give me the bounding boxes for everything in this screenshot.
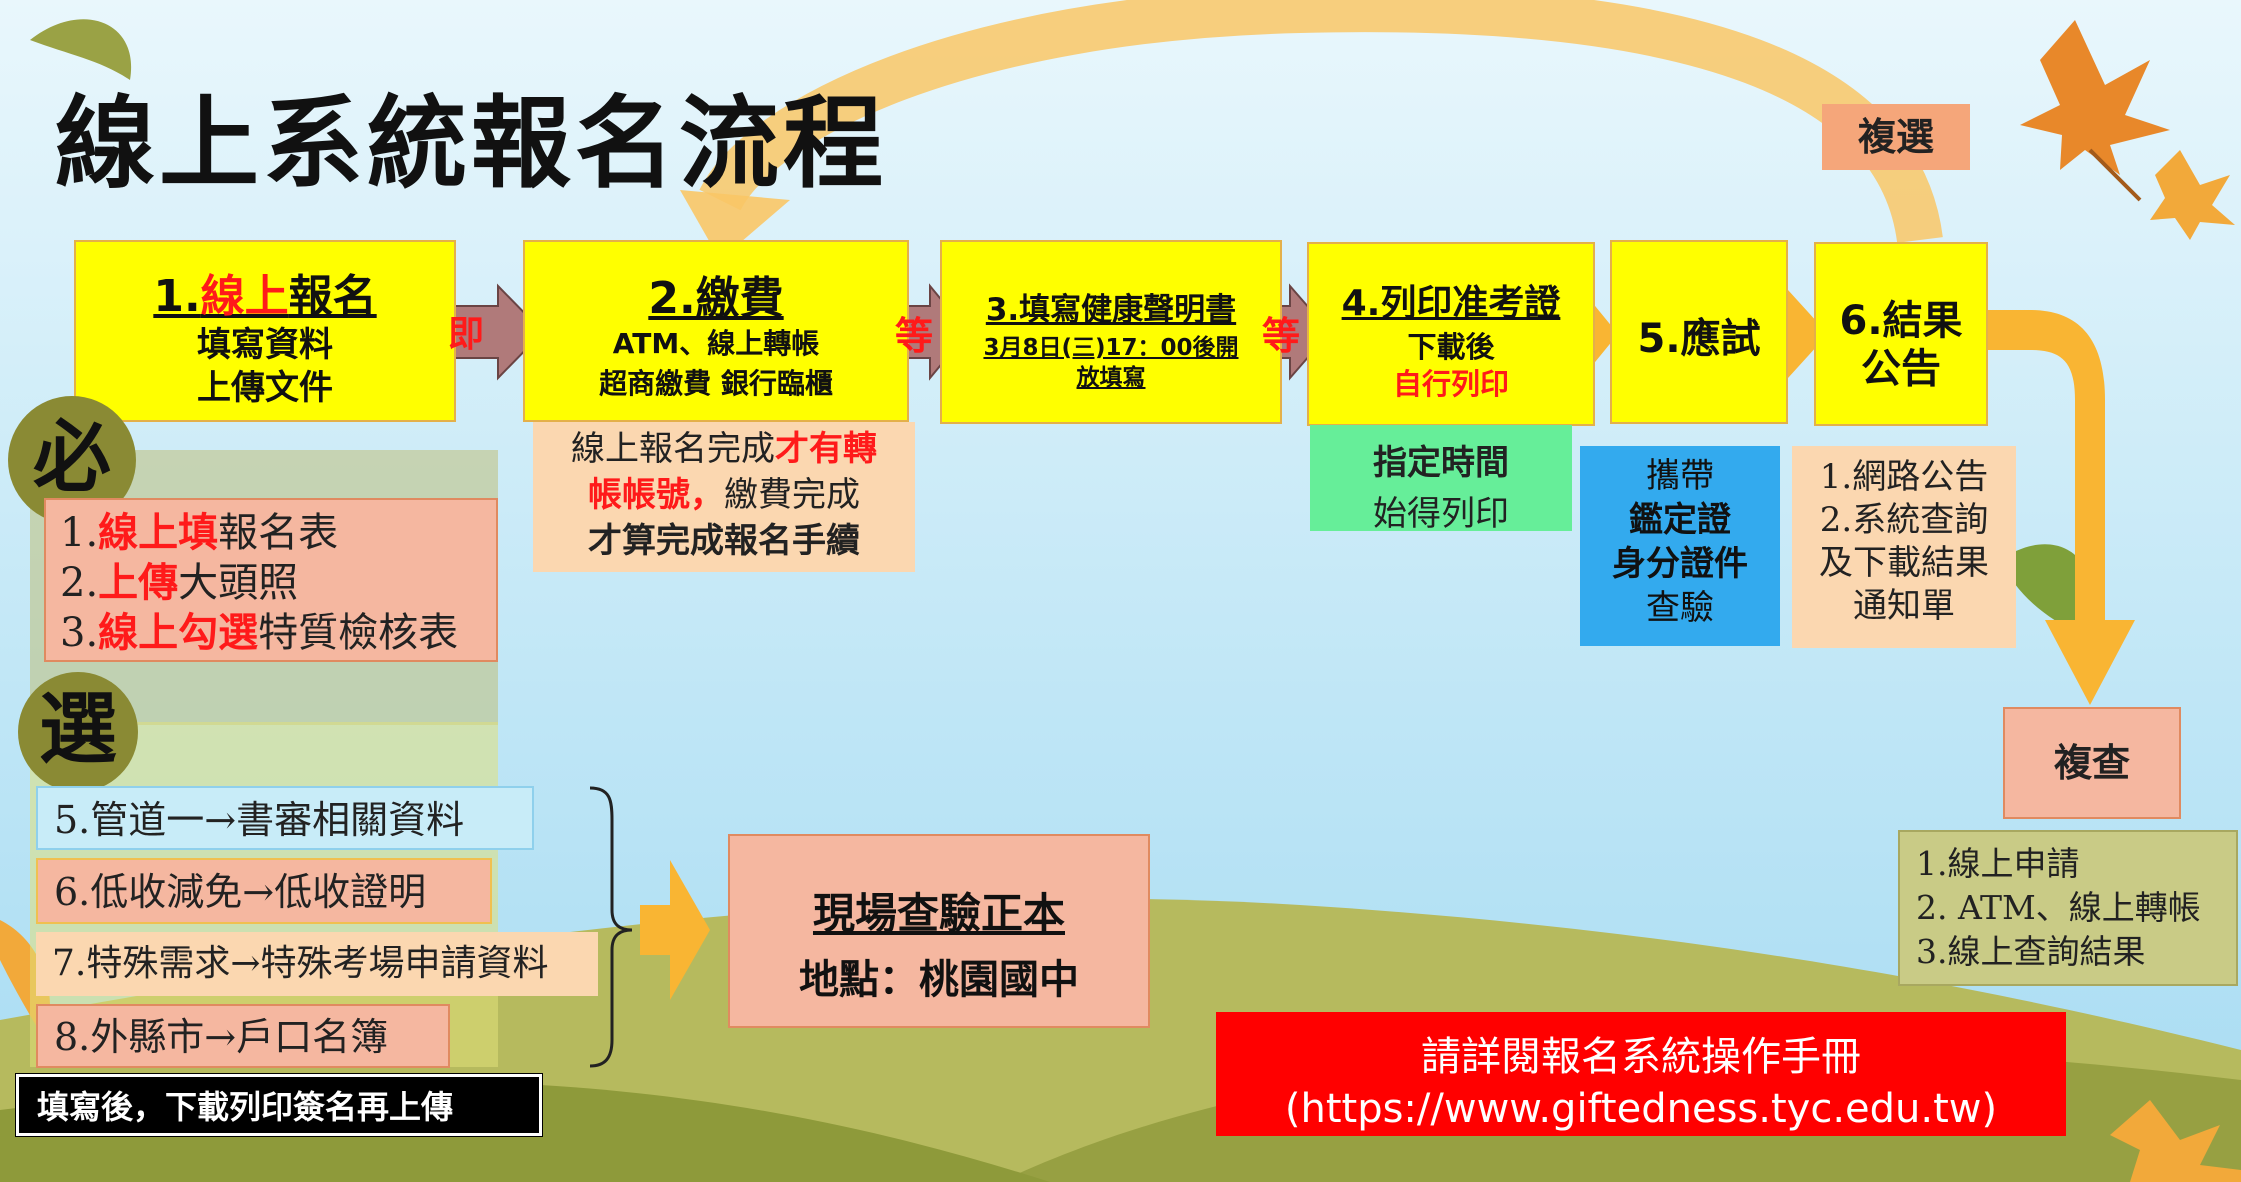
- required-item-1-num: 1.: [60, 510, 99, 556]
- required-item-1-text: 報名表: [218, 510, 339, 556]
- exam-note-line3: 身分證件: [1612, 544, 1748, 584]
- optional-item-8: 8.外縣市→戶口名簿: [36, 1004, 450, 1068]
- review-item-3: 3.線上查詢結果: [1916, 932, 2146, 971]
- optional-item-6: 6.低收減免→低收證明: [36, 858, 492, 924]
- manual-banner: 請詳閱報名系統操作手冊 (https://www.giftedness.tyc.…: [1216, 1012, 2066, 1136]
- arrow-label-3: 等: [1262, 314, 1301, 358]
- optional-item-7: 7.特殊需求→特殊考場申請資料: [36, 932, 598, 996]
- result-note-line3: 及下載結果: [1819, 543, 1989, 583]
- step-2-line3: 超商繳費 銀行臨櫃: [599, 367, 833, 400]
- result-note-line2: 2.系統查詢: [1819, 500, 1989, 540]
- onsite-check-title: 現場查驗正本: [812, 889, 1065, 938]
- step-6-line1: 6.結果: [1839, 298, 1963, 344]
- required-item-2-num: 2.: [60, 560, 99, 606]
- payment-note-part2: 才有轉: [775, 429, 877, 469]
- step-6-line2: 公告: [1861, 346, 1941, 392]
- step-3-title: 3.填寫健康聲明書: [985, 292, 1237, 328]
- required-item-2-text: 大頭照: [178, 560, 299, 606]
- arrow-label-1: 即: [448, 314, 485, 355]
- optional-note: 填寫後，下載列印簽名再上傳: [15, 1073, 543, 1137]
- payment-note-part5: 才算完成報名手續: [588, 521, 860, 561]
- required-item-3-highlight: 線上勾選: [98, 609, 259, 656]
- required-item-3-text: 特質檢核表: [258, 610, 459, 656]
- required-item-2-highlight: 上傳: [98, 559, 179, 606]
- payment-note: 線上報名完成才有轉 帳帳號，繳費完成 才算完成報名手續: [533, 422, 915, 572]
- step-2-line2: ATM、線上轉帳: [612, 327, 820, 360]
- optional-badge: 選: [18, 672, 138, 792]
- step-3-line2: 3月8日(三)17：00後開: [983, 335, 1239, 361]
- step-2-box: 2.繳費 ATM、線上轉帳 超商繳費 銀行臨櫃: [523, 240, 909, 422]
- exam-note: 攜帶 鑑定證 身分證件 查驗: [1580, 446, 1780, 646]
- step-2-title: 2.繳費: [648, 273, 784, 324]
- manual-link[interactable]: (https://www.giftedness.tyc.edu.tw): [1284, 1086, 1998, 1132]
- step-4-title: 4.列印准考證: [1341, 283, 1561, 324]
- step-4-line2: 下載後: [1407, 330, 1495, 364]
- manual-title: 請詳閱報名系統操作手冊: [1421, 1034, 1861, 1080]
- step-3-box: 3.填寫健康聲明書 3月8日(三)17：00後開 放填寫: [940, 240, 1282, 424]
- step-1-line3: 上傳文件: [197, 368, 333, 408]
- print-note-line2: 始得列印: [1373, 494, 1509, 534]
- required-item-3-num: 3.: [60, 610, 99, 656]
- result-note-line4: 通知單: [1853, 586, 1955, 626]
- review-list: 1.線上申請 2. ATM、線上轉帳 3.線上查詢結果: [1898, 830, 2238, 986]
- step-1-box: 1.線上報名 填寫資料 上傳文件: [74, 240, 456, 422]
- onsite-check-box: 現場查驗正本 地點：桃園國中: [728, 834, 1150, 1028]
- step-5-title: 5.應試: [1637, 316, 1761, 362]
- step-1-title: 報名: [288, 271, 377, 322]
- step-3-line3: 放填寫: [1076, 365, 1146, 391]
- step-4-line3: 自行列印: [1392, 367, 1509, 401]
- exam-note-line2: 鑑定證: [1629, 500, 1731, 540]
- step-1-red-text: 線上: [200, 271, 289, 322]
- step-1-number: 1.: [153, 271, 201, 322]
- reselect-label: 複選: [1822, 104, 1970, 170]
- step-4-box: 4.列印准考證 下載後 自行列印: [1307, 242, 1595, 426]
- payment-note-part3: 帳帳號，: [588, 475, 724, 515]
- review-item-2: 2. ATM、線上轉帳: [1916, 888, 2201, 927]
- reselect-text: 複選: [1857, 115, 1934, 159]
- onsite-check-location: 地點：桃園國中: [799, 957, 1079, 1003]
- result-note: 1.網路公告 2.系統查詢 及下載結果 通知單: [1792, 446, 2016, 648]
- arrow-label-2: 等: [895, 314, 934, 358]
- page-title: 線上系統報名流程: [55, 85, 887, 202]
- review-title: 複查: [2053, 741, 2130, 785]
- required-item-1-highlight: 線上填: [98, 509, 219, 556]
- step-6-box: 6.結果 公告: [1814, 242, 1988, 426]
- payment-note-part4: 繳費完成: [724, 475, 860, 515]
- print-note: 指定時間 始得列印: [1310, 425, 1572, 534]
- payment-note-part1: 線上報名完成: [571, 429, 775, 469]
- result-note-line1: 1.網路公告: [1819, 457, 1989, 497]
- exam-note-line1: 攜帶: [1646, 456, 1714, 496]
- exam-note-line4: 查驗: [1646, 588, 1714, 628]
- step-5-box: 5.應試: [1610, 240, 1788, 424]
- review-item-1: 1.線上申請: [1916, 844, 2080, 883]
- required-list: 1.線上填報名表 2.上傳大頭照 3.線上勾選特質檢核表: [44, 498, 498, 662]
- review-box: 複查: [2003, 707, 2181, 819]
- optional-item-5: 5.管道一→書審相關資料: [36, 786, 534, 850]
- print-note-line1: 指定時間: [1373, 443, 1509, 483]
- step-1-line2: 填寫資料: [197, 325, 333, 365]
